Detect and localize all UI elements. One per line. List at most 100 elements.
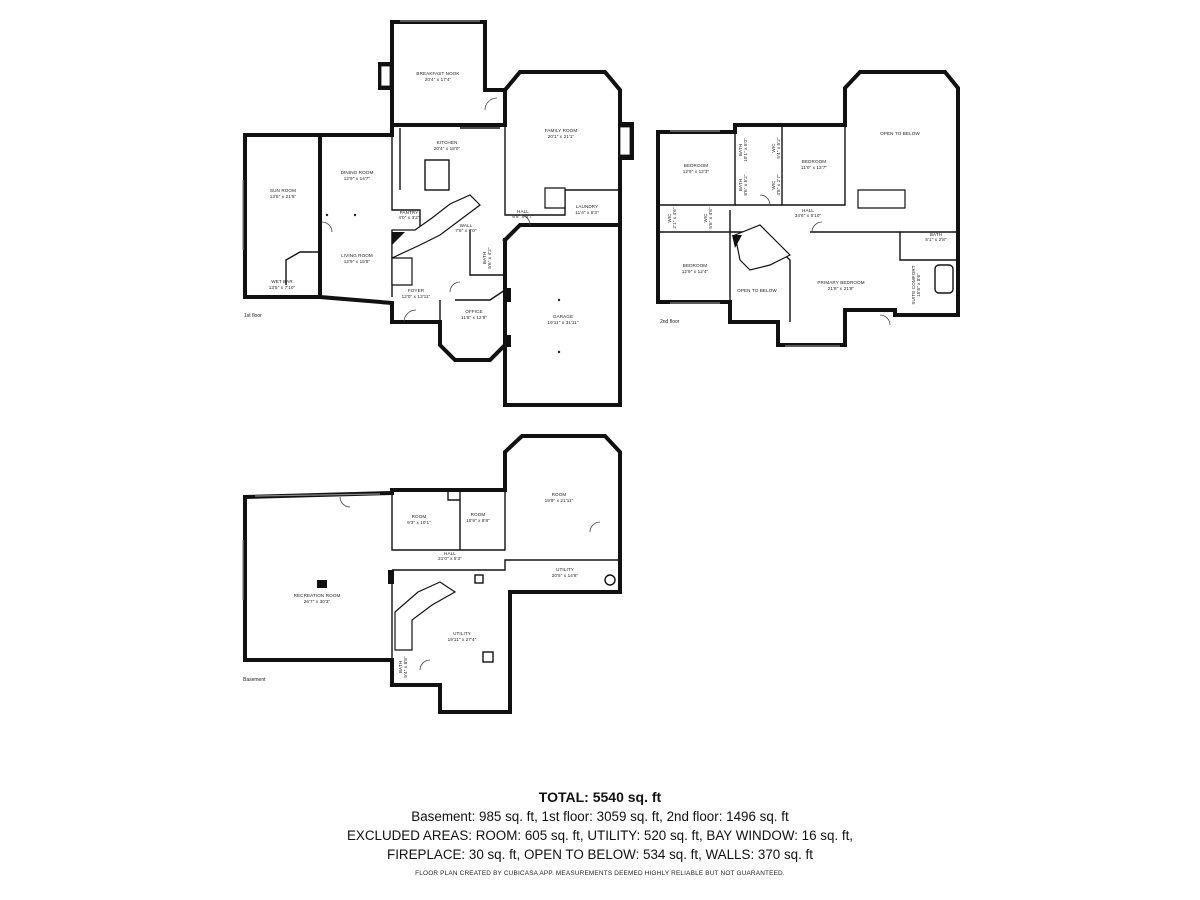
room-name: FOYER xyxy=(408,288,425,293)
svg-text:BATH5'1" x 2'8": BATH5'1" x 2'8" xyxy=(925,232,946,242)
room-name: OFFICE xyxy=(465,309,482,314)
svg-text:BATH8'6" x 5'2": BATH8'6" x 5'2" xyxy=(738,174,748,195)
room-dims: 11'0" x 13'7" xyxy=(801,165,827,170)
room-dims: 4'0" x 3'2" xyxy=(398,215,419,220)
floor-areas: Basement: 985 sq. ft, 1st floor: 3059 sq… xyxy=(411,809,789,824)
room-name: ROOM xyxy=(412,514,427,519)
room-dims: 19'11" x 31'11" xyxy=(547,320,578,325)
room-dims: 10'9" x 8'8" xyxy=(466,518,490,523)
room-name: BATH xyxy=(398,661,403,673)
room-name: WIC xyxy=(771,143,776,153)
room-name: FAMILY ROOM xyxy=(545,128,578,133)
room-name: BATH xyxy=(482,252,487,264)
room-dims: 2'1" x 4'6" xyxy=(672,207,677,228)
svg-text:WIC5'4" x 5'2": WIC5'4" x 5'2" xyxy=(771,137,781,158)
room-dims: 6'8" x 6'7" xyxy=(512,214,533,219)
room-dims: 15'8" x 8'6" xyxy=(916,273,921,297)
room-name: BATH xyxy=(930,232,942,237)
second-floor-plan xyxy=(656,70,960,347)
room-name: WIC xyxy=(703,213,708,223)
room-dims: 26'7" x 30'3" xyxy=(304,599,331,604)
svg-text:SUITE COMFORT15'8" x 8'6": SUITE COMFORT15'8" x 8'6" xyxy=(911,265,921,304)
room-dims: 5'1" x 2'8" xyxy=(925,237,946,242)
room-name: BATH xyxy=(738,179,743,191)
room-dims: 12'0" x 13'11" xyxy=(402,294,431,299)
room-name: BEDROOM xyxy=(684,163,709,168)
room-dims: 12'9" x 15'8" xyxy=(344,259,371,264)
room-name: BATH xyxy=(738,144,743,156)
floor-label-basement: Basement xyxy=(243,677,266,683)
room-dims: 13'5" x 7'10" xyxy=(269,285,296,290)
svg-text:BATH5'4" x 8'8": BATH5'4" x 8'8" xyxy=(398,656,408,677)
floor-label-second: 2nd floor xyxy=(660,319,680,325)
room-name: HALL xyxy=(802,208,814,213)
room-dims: 20'4" x 18'0" xyxy=(434,146,461,151)
room-name: PRIMARY BEDROOM xyxy=(817,280,864,285)
total-area: TOTAL: 5540 sq. ft xyxy=(538,789,662,805)
room-dims: 11'4" x 6'3" xyxy=(575,210,599,215)
room-name: SUN ROOM xyxy=(270,188,296,193)
room-name: BEDROOM xyxy=(683,263,708,268)
room-dims: 9'3" x 10'1" xyxy=(407,520,431,525)
room-dims: 8'6" x 5'2" xyxy=(743,174,748,195)
basement-plan xyxy=(242,434,622,714)
room-name: WIC xyxy=(771,180,776,190)
room-dims: 21'8" x 21'8" xyxy=(828,286,855,291)
svg-text:OPEN TO BELOW: OPEN TO BELOW xyxy=(880,131,920,136)
room-dims: 12'9" x 12'3" xyxy=(683,169,710,174)
room-dims: 5'6" x 4'8" xyxy=(708,207,713,228)
excluded-areas: EXCLUDED AREAS: ROOM: 605 sq. ft, UTILIT… xyxy=(346,828,854,843)
room-name: WIC xyxy=(667,213,672,223)
room-name: GARAGE xyxy=(553,314,573,319)
disclaimer-footer: FLOOR PLAN CREATED BY CUBICASA APP. MEAS… xyxy=(415,870,785,877)
room-dims: 20'5" x 14'8" xyxy=(552,573,579,578)
room-dims: 4'8" x 2'7" xyxy=(776,174,781,195)
room-name: ROOM xyxy=(471,512,486,517)
room-dims: 20'4" x 17'4" xyxy=(425,77,452,82)
room-name: HALL xyxy=(444,551,456,556)
excluded-areas-continued: FIREPLACE: 30 sq. ft, OPEN TO BELOW: 534… xyxy=(387,847,813,862)
room-name: BREAKFAST NOOK xyxy=(416,71,460,76)
room-name: RECREATION ROOM xyxy=(294,593,341,598)
room-name: OPEN TO BELOW xyxy=(737,288,777,293)
room-dims: 12'9" x 12'4" xyxy=(682,269,709,274)
room-name: ROOM xyxy=(552,492,567,497)
room-name: UTILITY xyxy=(556,567,574,572)
room-dims: 5'4" x 8'8" xyxy=(403,656,408,677)
room-dims: 19'11" x 27'4" xyxy=(448,637,477,642)
room-dims: 13'5" x 21'5" xyxy=(270,194,297,199)
room-dims: 11'5" x 12'9" xyxy=(461,315,487,320)
room-dims: 21'0" x 5'3" xyxy=(438,556,462,561)
room-name: SUITE COMFORT xyxy=(911,265,916,304)
room-name: LIVING ROOM xyxy=(341,253,373,258)
room-dims: 7'8" x 7'0" xyxy=(455,228,476,233)
room-dims: 5'6" x 4'2" xyxy=(487,247,492,268)
svg-text:OPEN TO BELOW: OPEN TO BELOW xyxy=(737,288,777,293)
room-dims: 20'1" x 21'1" xyxy=(548,134,575,139)
area-summary: TOTAL: 5540 sq. ft Basement: 985 sq. ft,… xyxy=(0,788,1200,864)
room-dims: 12'9" x 14'7" xyxy=(344,176,371,181)
room-dims: 34'6" x 6'10" xyxy=(795,213,822,218)
room-dims: 10'1" x 5'0" xyxy=(743,138,748,162)
